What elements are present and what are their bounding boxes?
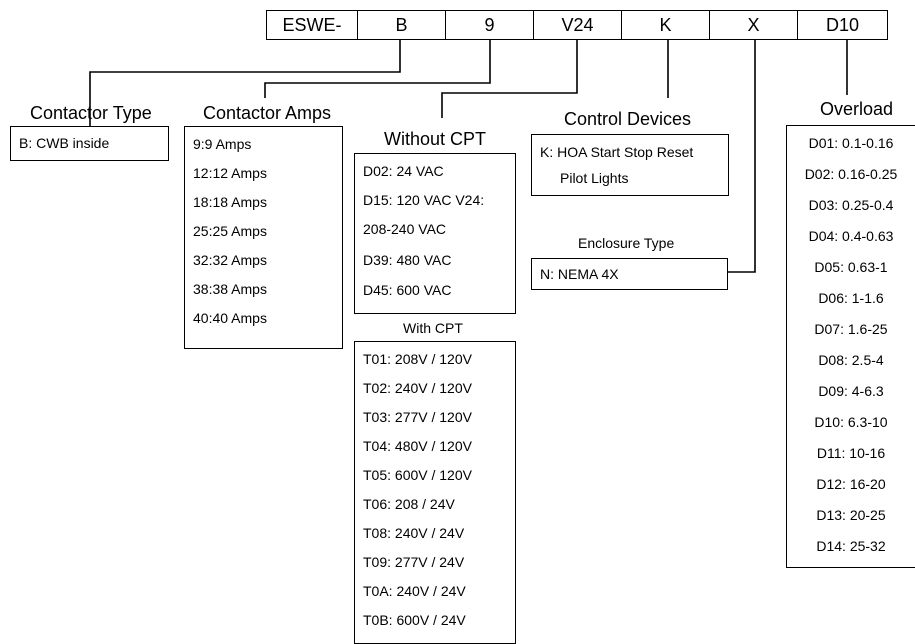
enclosure-type-title: Enclosure Type <box>578 235 675 251</box>
overload-option: D02: 0.16-0.25 <box>804 166 898 182</box>
overload-option: D04: 0.4-0.63 <box>808 228 894 244</box>
contactor-amps-option: 32:32 Amps <box>193 252 267 268</box>
overload-option: D10: 6.3-10 <box>814 414 888 430</box>
overload-option: D09: 4-6.3 <box>818 383 884 399</box>
contactor-amps-box: 9:9 Amps 12:12 Amps 18:18 Amps 25:25 Amp… <box>184 126 343 349</box>
with-cpt-option: T02: 240V / 120V <box>363 380 472 396</box>
contactor-amps-option: 9:9 Amps <box>193 136 252 152</box>
contactor-amps-option: 25:25 Amps <box>193 223 267 239</box>
with-cpt-box: T01: 208V / 120V T02: 240V / 120V T03: 2… <box>354 341 516 644</box>
code-segment-prefix: ESWE- <box>282 15 342 35</box>
with-cpt-option: T0B: 600V / 24V <box>363 612 466 628</box>
contactor-amps-option: 12:12 Amps <box>193 165 267 181</box>
with-cpt-title: With CPT <box>403 320 463 336</box>
with-cpt-option: T01: 208V / 120V <box>363 351 472 367</box>
contactor-type-title: Contactor Type <box>30 103 152 123</box>
code-segment-overload: D10 <box>797 11 887 39</box>
with-cpt-option: T06: 208 / 24V <box>363 496 455 512</box>
enclosure-type-box: N: NEMA 4X <box>531 258 728 290</box>
code-segment-enclosure: X <box>709 11 797 39</box>
control-devices-box: K: HOA Start Stop Reset Pilot Lights <box>531 134 729 196</box>
overload-option: D13: 20-25 <box>816 507 886 523</box>
connector-contactor-type <box>89 40 401 126</box>
connector-contactor-amps <box>264 40 491 98</box>
enclosure-type-option: N: NEMA 4X <box>540 266 619 282</box>
overload-option: D11: 10-16 <box>816 445 886 461</box>
with-cpt-option: T03: 277V / 120V <box>363 409 472 425</box>
contactor-amps-option: 18:18 Amps <box>193 194 267 210</box>
without-cpt-option: D02: 24 VAC <box>363 163 444 179</box>
overload-option: D01: 0.1-0.16 <box>808 135 894 151</box>
contactor-amps-title: Contactor Amps <box>203 103 332 123</box>
ordering-code-bar: ESWE- B 9 V24 K X D10 <box>266 10 888 40</box>
with-cpt-option: T09: 277V / 24V <box>363 554 465 570</box>
control-devices-option: K: HOA Start Stop Reset <box>540 144 694 160</box>
with-cpt-option: T05: 600V / 120V <box>363 467 472 483</box>
code-segment-contactor-type: B <box>357 11 445 39</box>
overload-box: D01: 0.1-0.16 D02: 0.16-0.25 D03: 0.25-0… <box>786 125 915 568</box>
connector-enclosure-type <box>728 40 756 273</box>
overload-title: Overload <box>820 99 894 119</box>
overload-option: D06: 1-1.6 <box>818 290 884 306</box>
overload-option: D07: 1.6-25 <box>814 321 888 337</box>
with-cpt-option: T04: 480V / 120V <box>363 438 472 454</box>
contactor-type-option: B: CWB inside <box>19 135 110 151</box>
without-cpt-option: 208-240 VAC <box>363 221 447 237</box>
control-devices-option-continued: Pilot Lights <box>560 170 629 186</box>
without-cpt-option: D15: 120 VAC V24: <box>363 192 485 208</box>
code-segment-contactor-amps: 9 <box>445 11 533 39</box>
without-cpt-option: D45: 600 VAC <box>363 282 452 298</box>
code-segment-control-devices: K <box>621 11 709 39</box>
overload-option: D08: 2.5-4 <box>818 352 884 368</box>
overload-option: D05: 0.63-1 <box>814 259 888 275</box>
connector-voltage <box>441 40 578 118</box>
code-segment-voltage: V24 <box>533 11 621 39</box>
with-cpt-option: T0A: 240V / 24V <box>363 583 466 599</box>
overload-option: D14: 25-32 <box>816 538 886 554</box>
with-cpt-option: T08: 240V / 24V <box>363 525 465 541</box>
overload-option: D12: 16-20 <box>816 476 886 492</box>
contactor-amps-option: 40:40 Amps <box>193 310 267 326</box>
overload-option: D03: 0.25-0.4 <box>808 197 894 213</box>
without-cpt-box: D02: 24 VAC D15: 120 VAC V24: 208-240 VA… <box>354 153 516 314</box>
contactor-amps-option: 38:38 Amps <box>193 281 267 297</box>
control-devices-title: Control Devices <box>564 109 692 129</box>
without-cpt-title: Without CPT <box>384 129 487 149</box>
contactor-type-box: B: CWB inside <box>10 126 169 161</box>
without-cpt-option: D39: 480 VAC <box>363 252 452 268</box>
